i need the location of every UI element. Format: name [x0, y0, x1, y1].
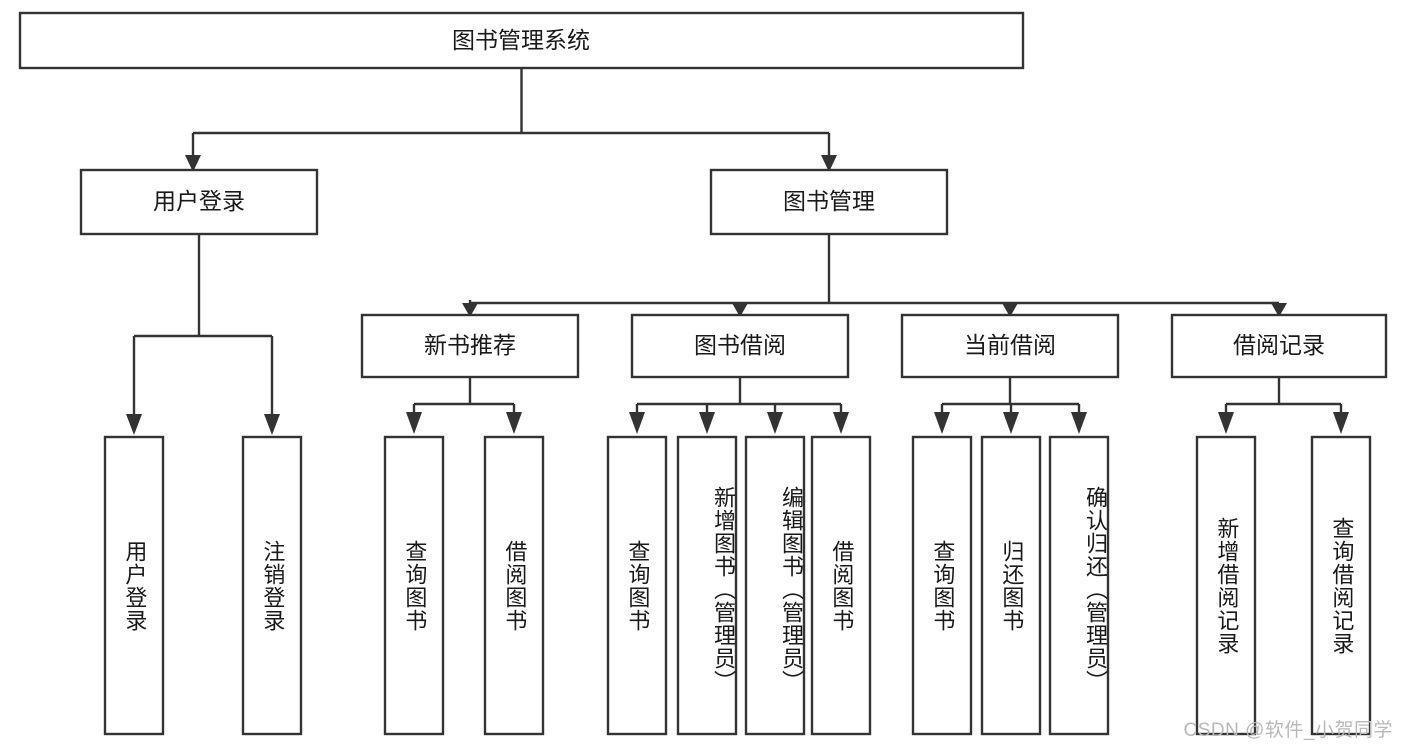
node-new-book-recommend[interactable]: 新书推荐	[360, 313, 580, 379]
edge-newbook-bus	[412, 377, 516, 418]
arrow-to-current-borrow	[1002, 303, 1018, 317]
arrow-to-leaf-user-login	[126, 414, 142, 435]
arrow-to-user-login	[185, 155, 201, 172]
node-current-borrow-label: 当前借阅	[964, 332, 1056, 358]
edge-root-bus	[191, 68, 831, 158]
arrow-to-leaf-add-record	[1218, 412, 1234, 434]
edge-bookborrow-bus	[635, 377, 843, 418]
arrow-to-leaf-return-book	[1003, 412, 1019, 434]
leaf-box-confirm-return-admin[interactable]	[1048, 435, 1110, 736]
node-book-management[interactable]: 图书管理	[709, 168, 949, 236]
node-current-borrow[interactable]: 当前借阅	[900, 313, 1120, 379]
leaf-box-add-book-admin[interactable]	[676, 435, 738, 736]
arrow-to-new-book-rec	[462, 303, 478, 317]
edge-borrowrecord-bus	[1224, 377, 1343, 418]
leaf-box-borrow-book[interactable]	[810, 435, 872, 736]
csdn-watermark: CSDN @软件_小贺同学	[1183, 720, 1393, 741]
leaf-box-add-borrow-record[interactable]	[1195, 435, 1257, 736]
arrow-to-leaf-borrow-book-b	[833, 412, 849, 434]
node-root-box[interactable]	[18, 11, 1025, 70]
leaf-box-borrow-book-newbook[interactable]	[483, 435, 545, 736]
edge-userlogin-bus	[132, 234, 274, 418]
node-new-book-recommend-label: 新书推荐	[424, 332, 516, 358]
node-user-login-label: 用户登录	[153, 188, 245, 214]
edge-bookmanage-bus	[468, 234, 1279, 305]
arrow-to-leaf-add-book	[699, 412, 715, 434]
connector-layer	[126, 68, 1349, 435]
node-book-management-label: 图书管理	[783, 188, 875, 214]
node-book-borrow-label: 图书借阅	[694, 332, 786, 358]
leaf-boxes-layer	[103, 435, 1372, 736]
leaf-box-return-book[interactable]	[980, 435, 1042, 736]
leaf-box-edit-book-admin[interactable]	[744, 435, 806, 736]
node-root-label: 图书管理系统	[452, 27, 590, 53]
edge-currentborrow-bus	[940, 377, 1081, 418]
node-current-borrow-box[interactable]	[900, 313, 1120, 379]
node-user-login-box[interactable]	[79, 168, 319, 236]
arrow-to-leaf-query-book-b	[629, 412, 645, 434]
node-borrow-record-box[interactable]	[1170, 313, 1388, 379]
arrow-to-leaf-logout	[264, 414, 280, 435]
arrow-to-borrow-record	[1271, 303, 1287, 317]
leaf-box-query-borrow-record[interactable]	[1310, 435, 1372, 736]
arrow-to-leaf-query-record	[1333, 412, 1349, 434]
node-root[interactable]: 图书管理系统	[18, 11, 1025, 70]
node-book-management-box[interactable]	[709, 168, 949, 236]
node-borrow-record-label: 借阅记录	[1233, 332, 1325, 358]
arrow-to-book-borrow	[732, 303, 748, 317]
node-book-borrow[interactable]: 图书借阅	[630, 313, 850, 379]
arrow-to-leaf-query-book-a	[406, 412, 422, 434]
arrow-to-leaf-confirm-return	[1071, 412, 1087, 434]
leaf-box-query-book-newbook[interactable]	[383, 435, 445, 736]
leaf-box-logout[interactable]	[241, 435, 303, 736]
node-user-login[interactable]: 用户登录	[79, 168, 319, 236]
node-new-book-recommend-box[interactable]	[360, 313, 580, 379]
leaf-box-query-book-borrow[interactable]	[606, 435, 668, 736]
arrow-to-book-manage	[821, 155, 837, 172]
arrow-to-leaf-borrow-book-a	[506, 412, 522, 434]
arrow-to-leaf-edit-book	[767, 412, 783, 434]
node-borrow-record[interactable]: 借阅记录	[1170, 313, 1388, 379]
node-book-borrow-box[interactable]	[630, 313, 850, 379]
leaf-box-query-book-current[interactable]	[911, 435, 973, 736]
arrow-to-leaf-query-book-c	[934, 412, 950, 434]
leaf-box-user-login[interactable]	[103, 435, 165, 736]
